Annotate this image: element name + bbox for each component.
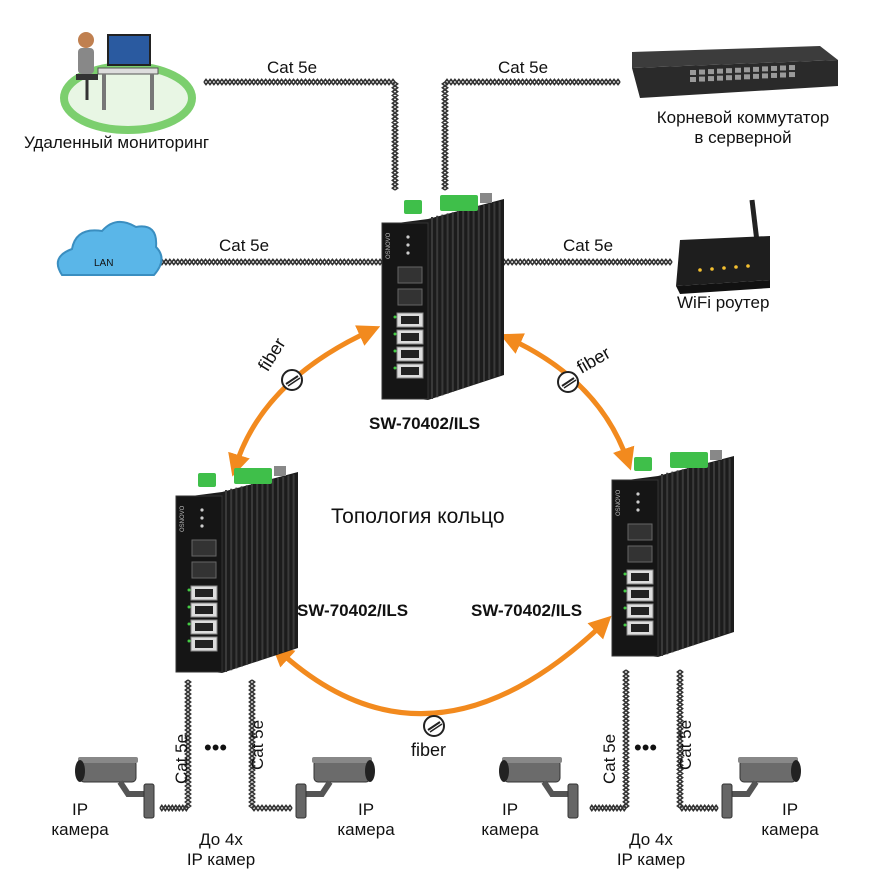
twisted-pair-strand	[151, 258, 383, 266]
port	[726, 75, 732, 81]
cable-label: Cat 5e	[676, 719, 695, 770]
fiber-connector-icon	[557, 371, 579, 393]
port	[690, 77, 696, 82]
topology-title: Топология кольцо	[331, 505, 505, 528]
port	[789, 72, 795, 78]
port	[762, 66, 768, 72]
camera-label: IP камера	[761, 800, 819, 839]
ip-camera-icon	[499, 757, 579, 819]
port	[780, 72, 786, 78]
cable-label: Cat 5e	[498, 58, 549, 77]
cable-label: Cat 5e	[600, 733, 619, 784]
ip-camera-icon	[75, 757, 155, 819]
twisted-pair-strand	[622, 669, 630, 809]
fiber-arrow-bottom	[271, 615, 612, 716]
switch-left: OSNOVO	[175, 466, 298, 673]
cable-label: Cat 5e	[219, 236, 270, 255]
port	[780, 65, 786, 71]
port	[771, 65, 777, 71]
port	[744, 74, 750, 80]
more-dots: •••	[204, 735, 228, 760]
camera-label: IP камера	[51, 800, 109, 839]
port	[708, 76, 714, 82]
fiber-label: fiber	[411, 740, 447, 760]
fiber-connector-icon	[281, 369, 303, 391]
monitoring-workstation-icon	[60, 32, 196, 134]
twisted-pair-strand	[184, 679, 192, 809]
cat5e-cables	[151, 78, 719, 813]
port	[708, 69, 714, 75]
port	[753, 66, 759, 72]
twisted-pair-strand	[251, 804, 293, 812]
twisted-pair-strand	[441, 81, 449, 191]
port	[690, 70, 696, 75]
fiber-arrow-right	[499, 333, 635, 471]
port	[771, 72, 777, 78]
switch-model-label: SW-70402/ILS	[471, 601, 583, 620]
switch-top: OSNOVO	[381, 193, 504, 400]
cable-label: Cat 5e	[172, 733, 191, 784]
switch-brand: OSNOVO	[180, 505, 186, 532]
core-switch-icon	[632, 46, 838, 98]
monitoring-label: Удаленный мониторинг	[24, 133, 210, 152]
camera-count-label: До 4х IP камер	[186, 830, 256, 869]
twisted-pair-strand	[444, 78, 621, 86]
twisted-pair-strand	[159, 803, 189, 813]
more-dots: •••	[634, 735, 658, 760]
core-switch-label: Корневой коммутатор в серверной	[656, 108, 830, 147]
twisted-pair-strand	[203, 78, 396, 86]
switch-brand: OSNOVO	[616, 489, 622, 516]
fiber-connector-icon	[423, 715, 445, 737]
twisted-pair-strand	[501, 258, 673, 266]
port	[699, 76, 705, 82]
lan-label: LAN	[94, 258, 114, 269]
twisted-pair-strand	[679, 804, 719, 812]
camera-count-label: До 4х IP камер	[616, 830, 686, 869]
port	[744, 67, 750, 73]
fiber-connector-icons	[281, 369, 579, 737]
port	[735, 67, 741, 73]
cable-label: Cat 5e	[267, 58, 318, 77]
ip-camera-icon	[721, 757, 801, 819]
port	[717, 68, 723, 74]
ip-camera-icon	[295, 757, 375, 819]
port	[789, 65, 795, 71]
twisted-pair-strand	[676, 669, 684, 809]
camera-label: IP камера	[337, 800, 395, 839]
port	[726, 68, 732, 74]
cable-label: Cat 5e	[563, 236, 614, 255]
switch-model-label: SW-70402/ILS	[369, 414, 481, 433]
switch-right: OSNOVO	[611, 450, 734, 657]
twisted-pair-strand	[248, 679, 256, 809]
twisted-pair-strand	[589, 803, 627, 813]
port	[735, 74, 741, 80]
switch-brand: OSNOVO	[386, 232, 392, 259]
switch-model-label: SW-70402/ILS	[297, 601, 409, 620]
wifi-router-icon	[676, 199, 770, 294]
cable-label: Cat 5e	[248, 719, 267, 770]
wifi-label: WiFi роутер	[677, 293, 770, 312]
port	[762, 73, 768, 79]
fiber-ring	[228, 325, 635, 716]
lan-cloud-icon	[56, 220, 163, 276]
port	[753, 73, 759, 79]
port	[699, 69, 705, 75]
fiber-arrow-left	[228, 325, 381, 477]
twisted-pair-strand	[391, 81, 399, 191]
port	[717, 75, 723, 81]
camera-label: IP камера	[481, 800, 539, 839]
